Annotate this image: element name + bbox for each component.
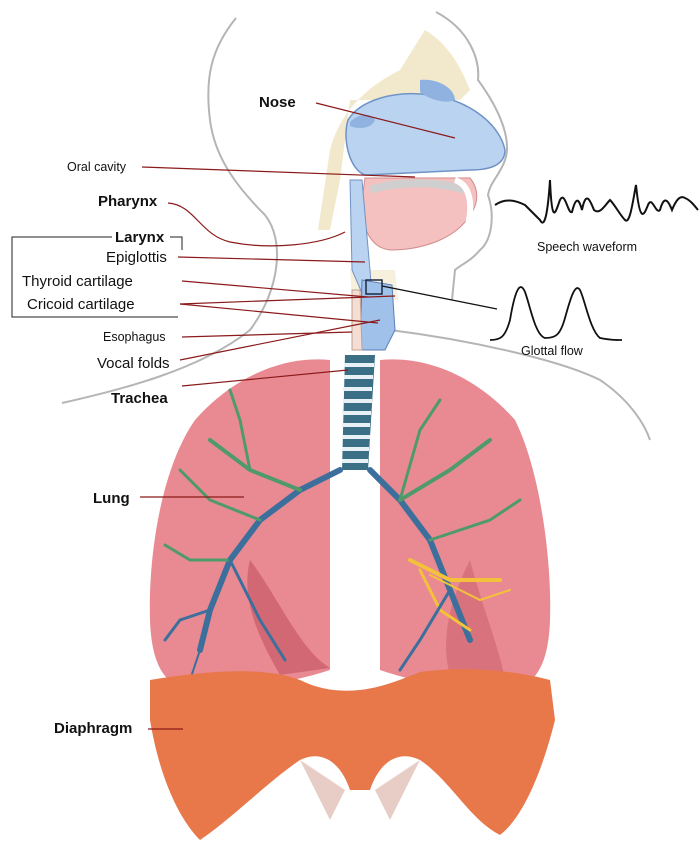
- oral-cavity: [362, 178, 477, 250]
- label-esophagus: Esophagus: [103, 331, 166, 344]
- label-nose: Nose: [259, 95, 296, 110]
- trachea-rings: [342, 355, 375, 470]
- label-speech-waveform: Speech waveform: [537, 241, 637, 254]
- label-larynx: Larynx: [115, 230, 164, 245]
- label-glottal-flow: Glottal flow: [521, 345, 583, 358]
- label-trachea: Trachea: [111, 391, 168, 406]
- label-lung: Lung: [93, 491, 130, 506]
- label-pharynx: Pharynx: [98, 194, 157, 209]
- label-vocal-folds: Vocal folds: [97, 356, 170, 371]
- label-epiglottis: Epiglottis: [106, 250, 167, 265]
- label-cricoid-cartilage: Cricoid cartilage: [27, 297, 135, 312]
- speech-waveform-plot: [495, 180, 698, 223]
- diaphragm-shape: [150, 669, 555, 840]
- label-diaphragm: Diaphragm: [54, 721, 132, 736]
- label-thyroid-cartilage: Thyroid cartilage: [22, 274, 133, 289]
- label-oral-cavity: Oral cavity: [67, 161, 126, 174]
- glottal-flow-plot: [490, 287, 622, 340]
- larynx-pointer: [382, 286, 497, 309]
